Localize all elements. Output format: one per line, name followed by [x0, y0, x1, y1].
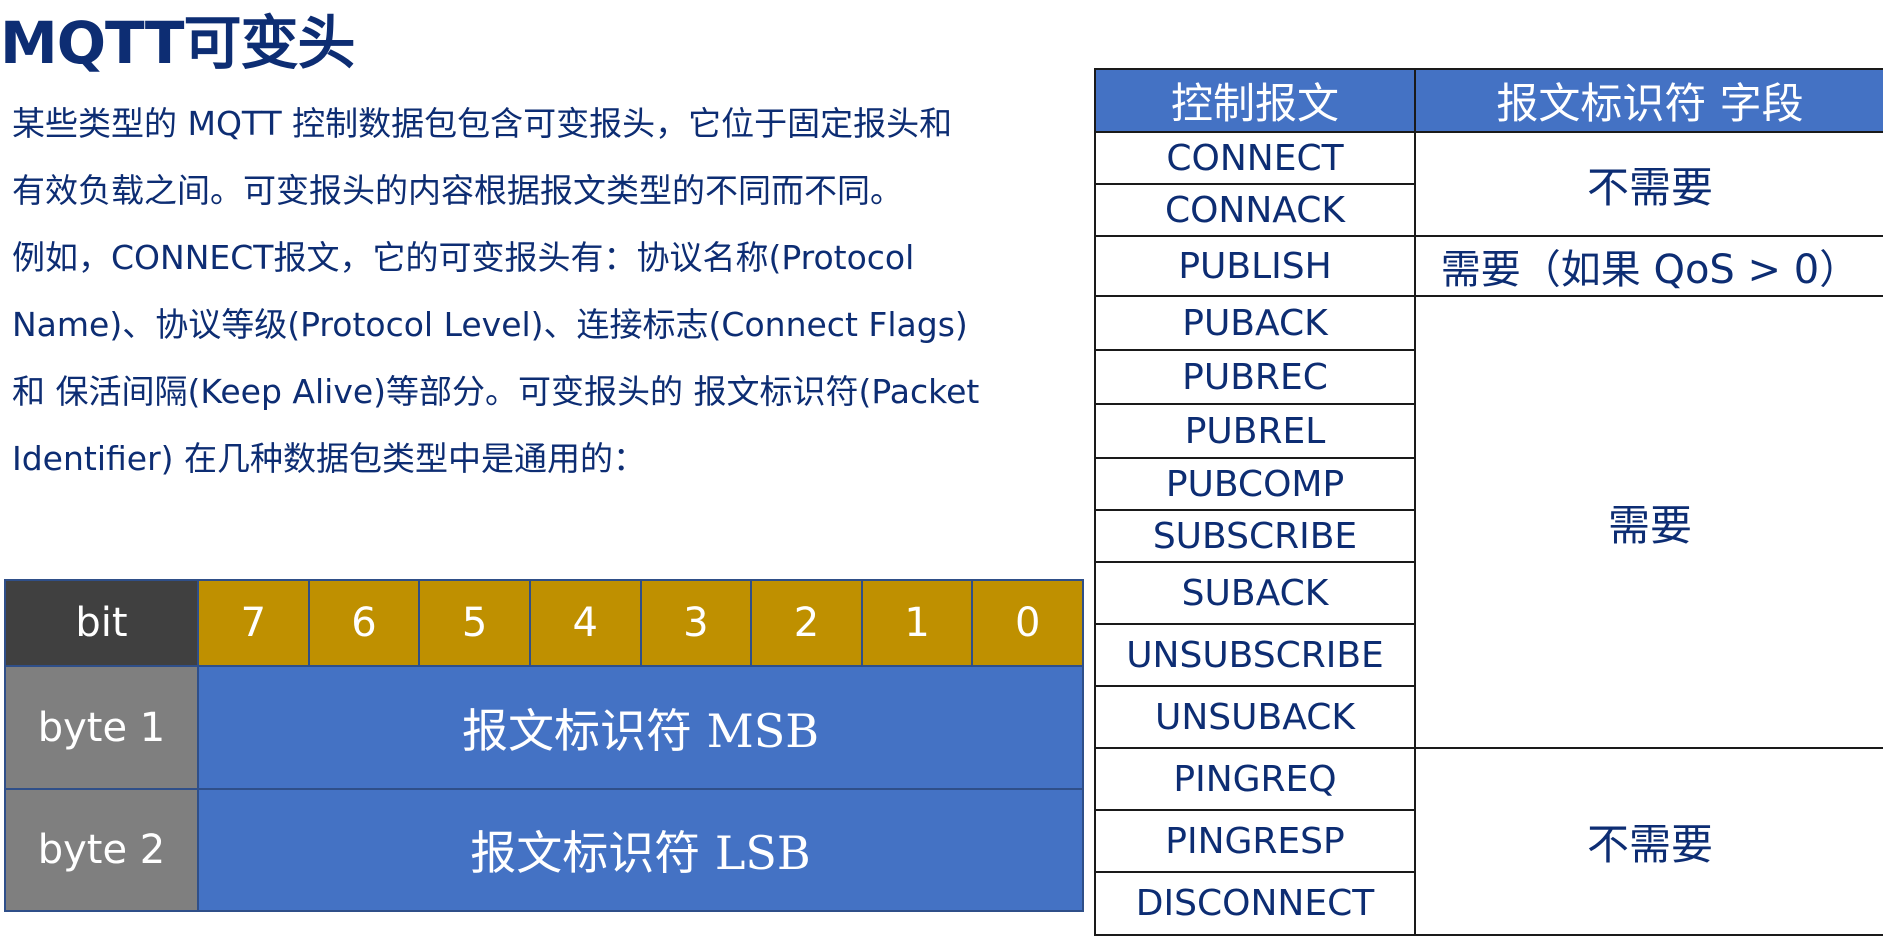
- intro-line: 有效负载之间。可变报头的内容根据报文类型的不同而不同。: [12, 171, 903, 210]
- packet-pingreq: PINGREQ: [1094, 747, 1416, 811]
- table-row: CONNACK: [1094, 183, 1883, 237]
- table-row: PUBACK 需要: [1094, 295, 1883, 749]
- intro-line: 例如，CONNECT报文，它的可变报头有：协议名称(Protocol: [12, 238, 915, 277]
- requirement-not-required: 不需要: [1414, 747, 1883, 936]
- packet-puback: PUBACK: [1094, 295, 1416, 351]
- intro-line: Name)、协议等级(Protocol Level)、连接标志(Connect …: [12, 305, 968, 344]
- bit-0-cell: 0: [971, 578, 1084, 668]
- page-title: MQTT可变头: [0, 9, 355, 77]
- table-row: PUBREL: [1094, 403, 1883, 459]
- table-row: PINGRESP: [1094, 809, 1883, 873]
- table-row: UNSUBACK: [1094, 685, 1883, 749]
- table-row: UNSUBSCRIBE: [1094, 623, 1883, 687]
- requirement-required-if-qos: 需要（如果 QoS > 0）: [1414, 235, 1883, 297]
- bit-4-cell: 4: [528, 578, 642, 668]
- bit-header-cell: bit: [4, 578, 199, 668]
- packet-unsuback: UNSUBACK: [1094, 685, 1416, 749]
- bit-3-cell: 3: [639, 578, 753, 668]
- byte-2-label: byte 2: [4, 787, 199, 913]
- packet-publish: PUBLISH: [1094, 235, 1416, 297]
- packet-disconnect: DISCONNECT: [1094, 871, 1416, 936]
- bit-6-cell: 6: [307, 578, 421, 668]
- byte-1-label: byte 1: [4, 665, 199, 790]
- column-header-control-packet: 控制报文: [1094, 68, 1416, 133]
- packet-unsubscribe: UNSUBSCRIBE: [1094, 623, 1416, 687]
- requirement-not-required: 不需要: [1414, 131, 1883, 237]
- packet-subscribe: SUBSCRIBE: [1094, 509, 1416, 563]
- bit-header-row: bit 7 6 5 4 3 2 1 0: [4, 578, 1084, 668]
- packet-connack: CONNACK: [1094, 183, 1416, 237]
- packet-suback: SUBACK: [1094, 561, 1416, 625]
- table-row: PINGREQ 不需要: [1094, 747, 1883, 936]
- table-row: PUBCOMP: [1094, 457, 1883, 511]
- packet-identifier-requirement-table: 控制报文 报文标识符 字段 CONNECT 不需要 CONNACK PUBLIS…: [1094, 68, 1883, 936]
- table-header-row: 控制报文 报文标识符 字段: [1094, 68, 1883, 133]
- msb-cell: 报文标识符 MSB: [197, 665, 1084, 790]
- table-row: SUBSCRIBE: [1094, 509, 1883, 563]
- packet-pingresp: PINGRESP: [1094, 809, 1416, 873]
- bit-7-cell: 7: [197, 578, 310, 668]
- bit-2-cell: 2: [750, 578, 863, 668]
- column-header-identifier-field: 报文标识符 字段: [1414, 68, 1883, 133]
- byte-1-row: byte 1 报文标识符 MSB: [4, 665, 1084, 790]
- lsb-cell: 报文标识符 LSB: [197, 787, 1084, 913]
- packet-pubcomp: PUBCOMP: [1094, 457, 1416, 511]
- intro-paragraph: 某些类型的 MQTT 控制数据包包含可变报头，它位于固定报头和 有效负载之间。可…: [12, 90, 1082, 492]
- packet-pubrec: PUBREC: [1094, 349, 1416, 405]
- byte-2-row: byte 2 报文标识符 LSB: [4, 787, 1084, 913]
- table-row: PUBLISH 需要（如果 QoS > 0）: [1094, 235, 1883, 297]
- table-row: SUBACK: [1094, 561, 1883, 625]
- bit-1-cell: 1: [860, 578, 974, 668]
- table-row: PUBREC: [1094, 349, 1883, 405]
- intro-line: 某些类型的 MQTT 控制数据包包含可变报头，它位于固定报头和: [12, 104, 953, 143]
- requirement-required: 需要: [1414, 295, 1883, 749]
- intro-line: Identifier) 在几种数据包类型中是通用的：: [12, 439, 647, 478]
- packet-connect: CONNECT: [1094, 131, 1416, 185]
- packet-identifier-bit-table: bit 7 6 5 4 3 2 1 0 byte 1 报文标识符 MSB byt…: [4, 578, 1084, 913]
- table-row: CONNECT 不需要: [1094, 131, 1883, 237]
- packet-pubrel: PUBREL: [1094, 403, 1416, 459]
- intro-line: 和 保活间隔(Keep Alive)等部分。可变报头的 报文标识符(Packet: [12, 372, 980, 411]
- bit-5-cell: 5: [418, 578, 531, 668]
